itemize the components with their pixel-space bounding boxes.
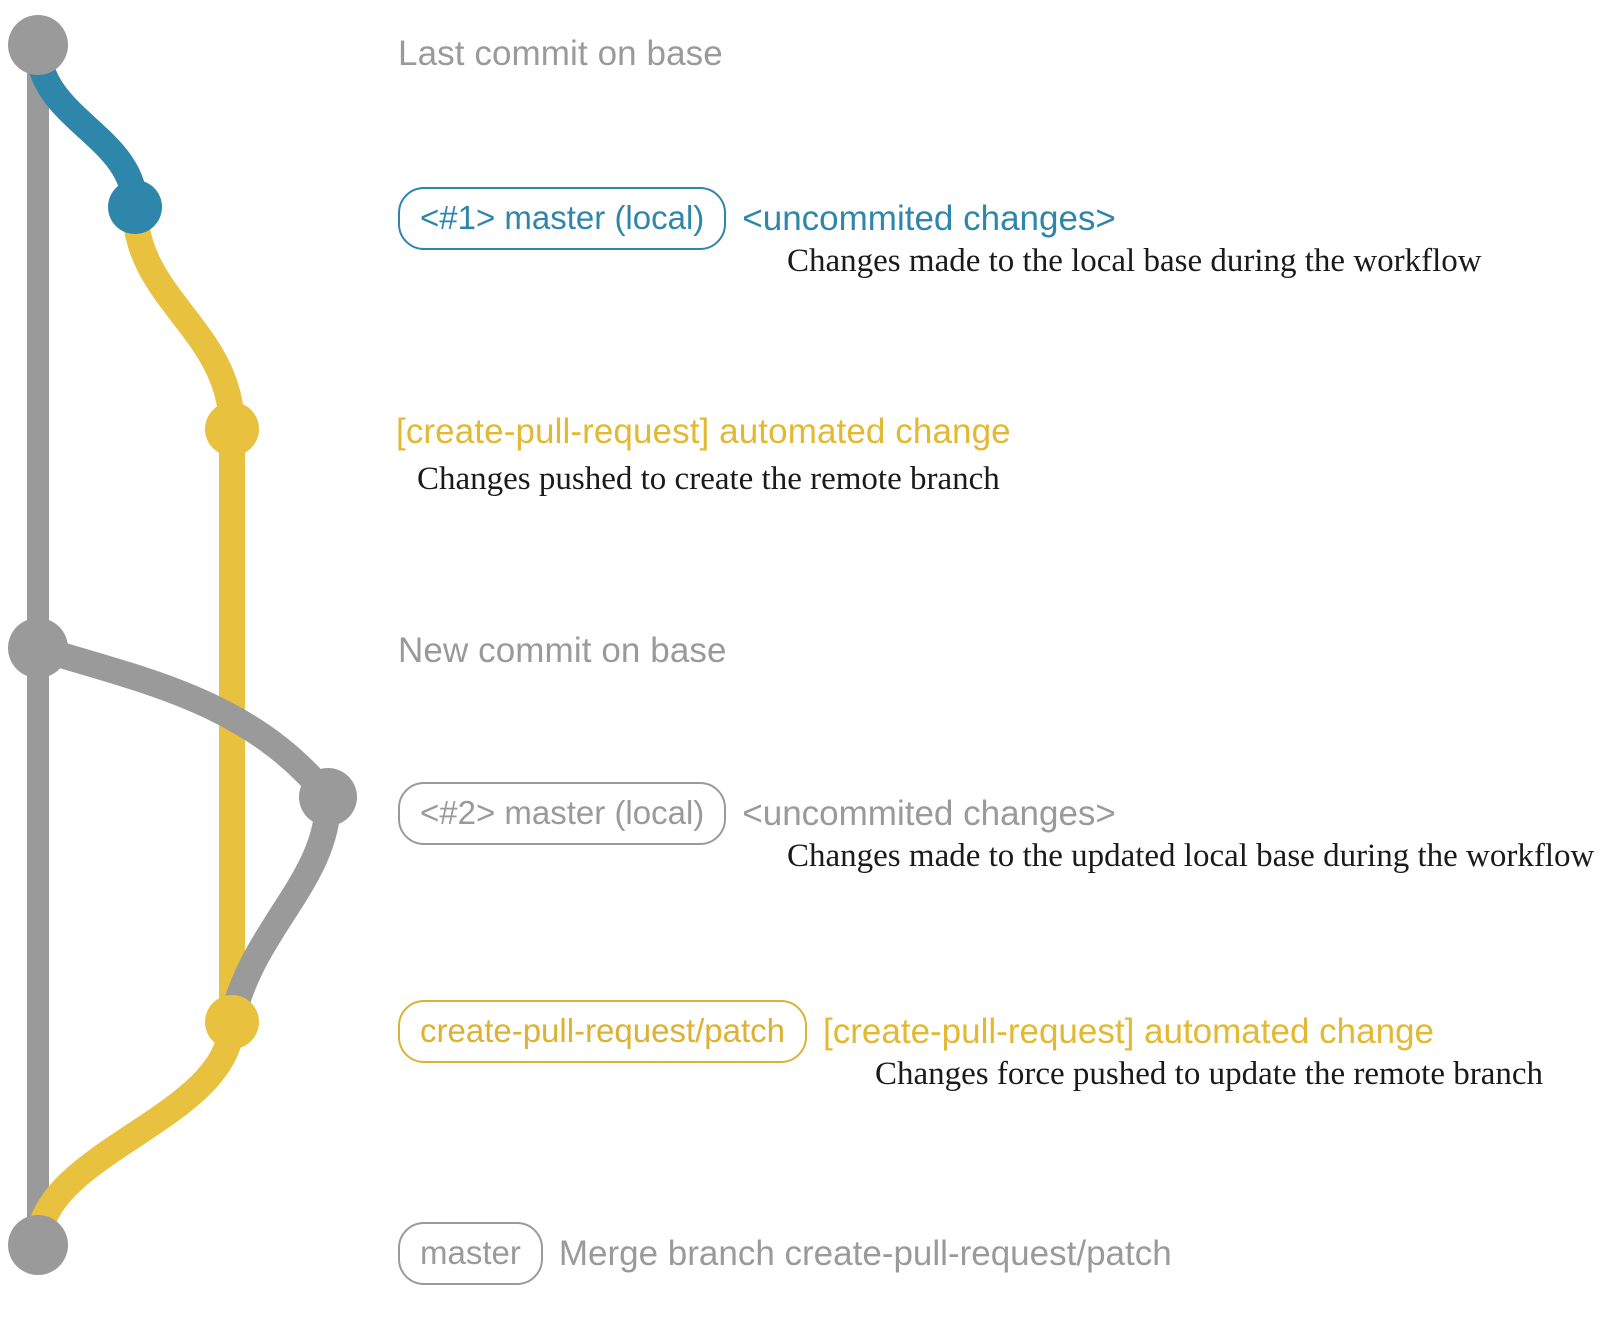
commit-node-master-local-1[interactable] [108,180,162,234]
commit-node-automated-change-1[interactable] [205,402,259,456]
commit-node-new-commit-on-base[interactable] [8,618,68,678]
commit-description-master-local-1: Changes made to the local base during th… [787,243,1482,279]
commit-description-create-pull-request-patch: Changes force pushed to update the remot… [875,1056,1544,1092]
row-master-merge: master Merge branch create-pull-request/… [398,1222,1172,1285]
commit-node-create-pull-request-patch[interactable] [205,995,259,1049]
branch-line-patch-yellow-upper [122,194,245,442]
commit-subject-master-local-2: <uncommited changes> [742,794,1116,833]
ref-badge-master-local-2[interactable]: <#2> master (local) [398,782,727,845]
ref-badge-create-pull-request-patch[interactable]: create-pull-request/patch [398,1000,808,1063]
branch-line-merge-into-patch [219,784,342,1035]
branch-line-patch-to-merge [25,1009,245,1258]
row-master-local-2: <#2> master (local) <uncommited changes> [398,782,1116,845]
row-new-commit-on-base: New commit on base [398,633,727,668]
row-master-local-1: <#1> master (local) <uncommited changes> [398,187,1116,250]
branch-line-local-gray [25,635,341,810]
ref-badge-master[interactable]: master [398,1222,543,1285]
commit-subject-new-commit-on-base: New commit on base [398,631,727,670]
commit-subject-last-commit-on-base: Last commit on base [398,34,723,73]
commit-subject-master-merge: Merge branch create-pull-request/patch [558,1234,1172,1273]
commit-node-master-merge[interactable] [8,1215,68,1275]
commit-description-master-local-2: Changes made to the updated local base d… [787,838,1595,874]
row-create-pull-request-patch: create-pull-request/patch [create-pull-r… [398,1000,1434,1063]
commit-node-last-commit-on-base[interactable] [8,15,68,75]
commit-subject-create-pull-request-patch: [create-pull-request] automated change [823,1012,1434,1051]
commit-description-automated-change-1: Changes pushed to create the remote bran… [417,461,1000,497]
commit-subject-master-local-1: <uncommited changes> [742,199,1116,238]
row-automated-change-1: [create-pull-request] automated change [396,414,1011,449]
commit-node-master-local-2[interactable] [299,768,357,826]
ref-badge-master-local-1[interactable]: <#1> master (local) [398,187,727,250]
commit-subject-automated-change-1: [create-pull-request] automated change [396,412,1011,451]
row-last-commit-on-base: Last commit on base [398,36,723,71]
